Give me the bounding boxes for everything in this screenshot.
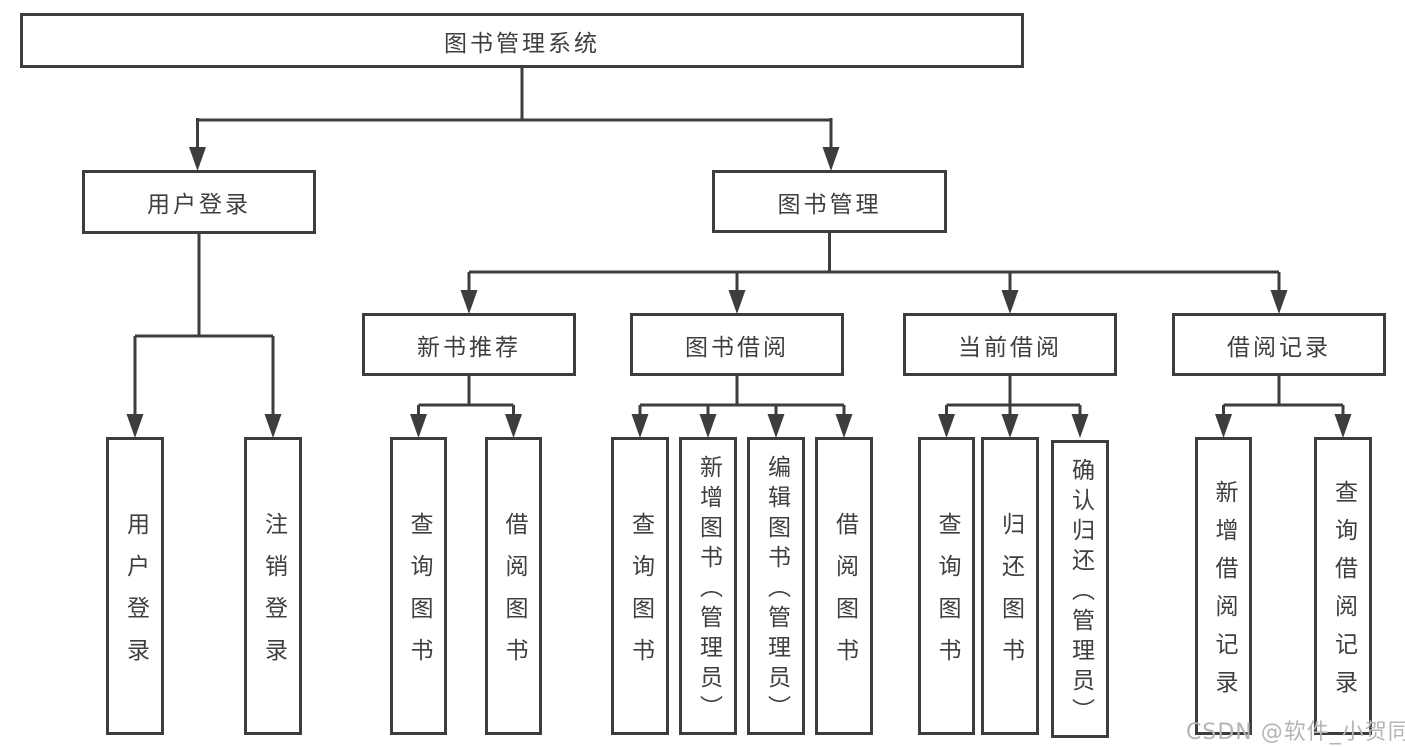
connector-newrec-to-children <box>410 374 522 438</box>
node-borrow: 图书借阅 <box>630 313 844 376</box>
node-records-query: 查询借阅记录 <box>1314 437 1372 735</box>
connector-current-to-children <box>938 374 1089 438</box>
node-borrow-do: 借阅图书 <box>815 437 873 735</box>
node-records: 借阅记录 <box>1172 313 1386 376</box>
node-login-user: 用户登录 <box>106 437 164 735</box>
node-current-return: 归还图书 <box>981 437 1039 735</box>
node-records-query-label: 查询借阅记录 <box>1330 479 1357 708</box>
node-newrec-query-label: 查询图书 <box>406 511 432 680</box>
csdn-watermark: CSDN @软件_小贺同学 <box>1186 720 1405 745</box>
connector-root-to-level1 <box>189 66 840 171</box>
node-borrow-do-label: 借阅图书 <box>831 511 858 680</box>
node-user-login: 用户登录 <box>82 170 316 234</box>
connector-mgmt-to-level2 <box>460 231 1288 314</box>
node-borrow-edit-label: 编辑图书（管理员） <box>763 454 790 725</box>
node-root: 图书管理系统 <box>20 13 1024 68</box>
node-login-logout: 注销登录 <box>244 437 302 735</box>
node-book-mgmt: 图书管理 <box>712 170 947 233</box>
node-newrec-query: 查询图书 <box>390 437 447 735</box>
node-borrow-add-label: 新增图书（管理员） <box>695 454 722 725</box>
node-new-rec: 新书推荐 <box>362 313 576 376</box>
node-current-confirm: 确认归还（管理员） <box>1051 440 1109 738</box>
node-borrow-add: 新增图书（管理员） <box>679 437 737 735</box>
node-current-query: 查询图书 <box>918 437 975 735</box>
node-newrec-borrow-label: 借阅图书 <box>501 511 527 680</box>
node-current-return-label: 归还图书 <box>997 511 1024 680</box>
connector-login-to-children <box>126 232 282 438</box>
node-current-query-label: 查询图书 <box>934 511 960 680</box>
node-login-user-label: 用户登录 <box>122 511 149 680</box>
node-borrow-query-label: 查询图书 <box>627 511 654 680</box>
node-newrec-borrow: 借阅图书 <box>485 437 542 735</box>
node-records-add-label: 新增借阅记录 <box>1211 479 1237 708</box>
node-login-logout-label: 注销登录 <box>260 511 287 680</box>
connector-borrow-to-children <box>631 374 853 438</box>
node-borrow-query: 查询图书 <box>611 437 669 735</box>
node-current: 当前借阅 <box>903 313 1117 376</box>
connector-records-to-children <box>1215 374 1352 438</box>
node-records-add: 新增借阅记录 <box>1195 437 1252 735</box>
node-current-confirm-label: 确认归还（管理员） <box>1067 457 1094 728</box>
node-borrow-edit: 编辑图书（管理员） <box>747 437 805 735</box>
